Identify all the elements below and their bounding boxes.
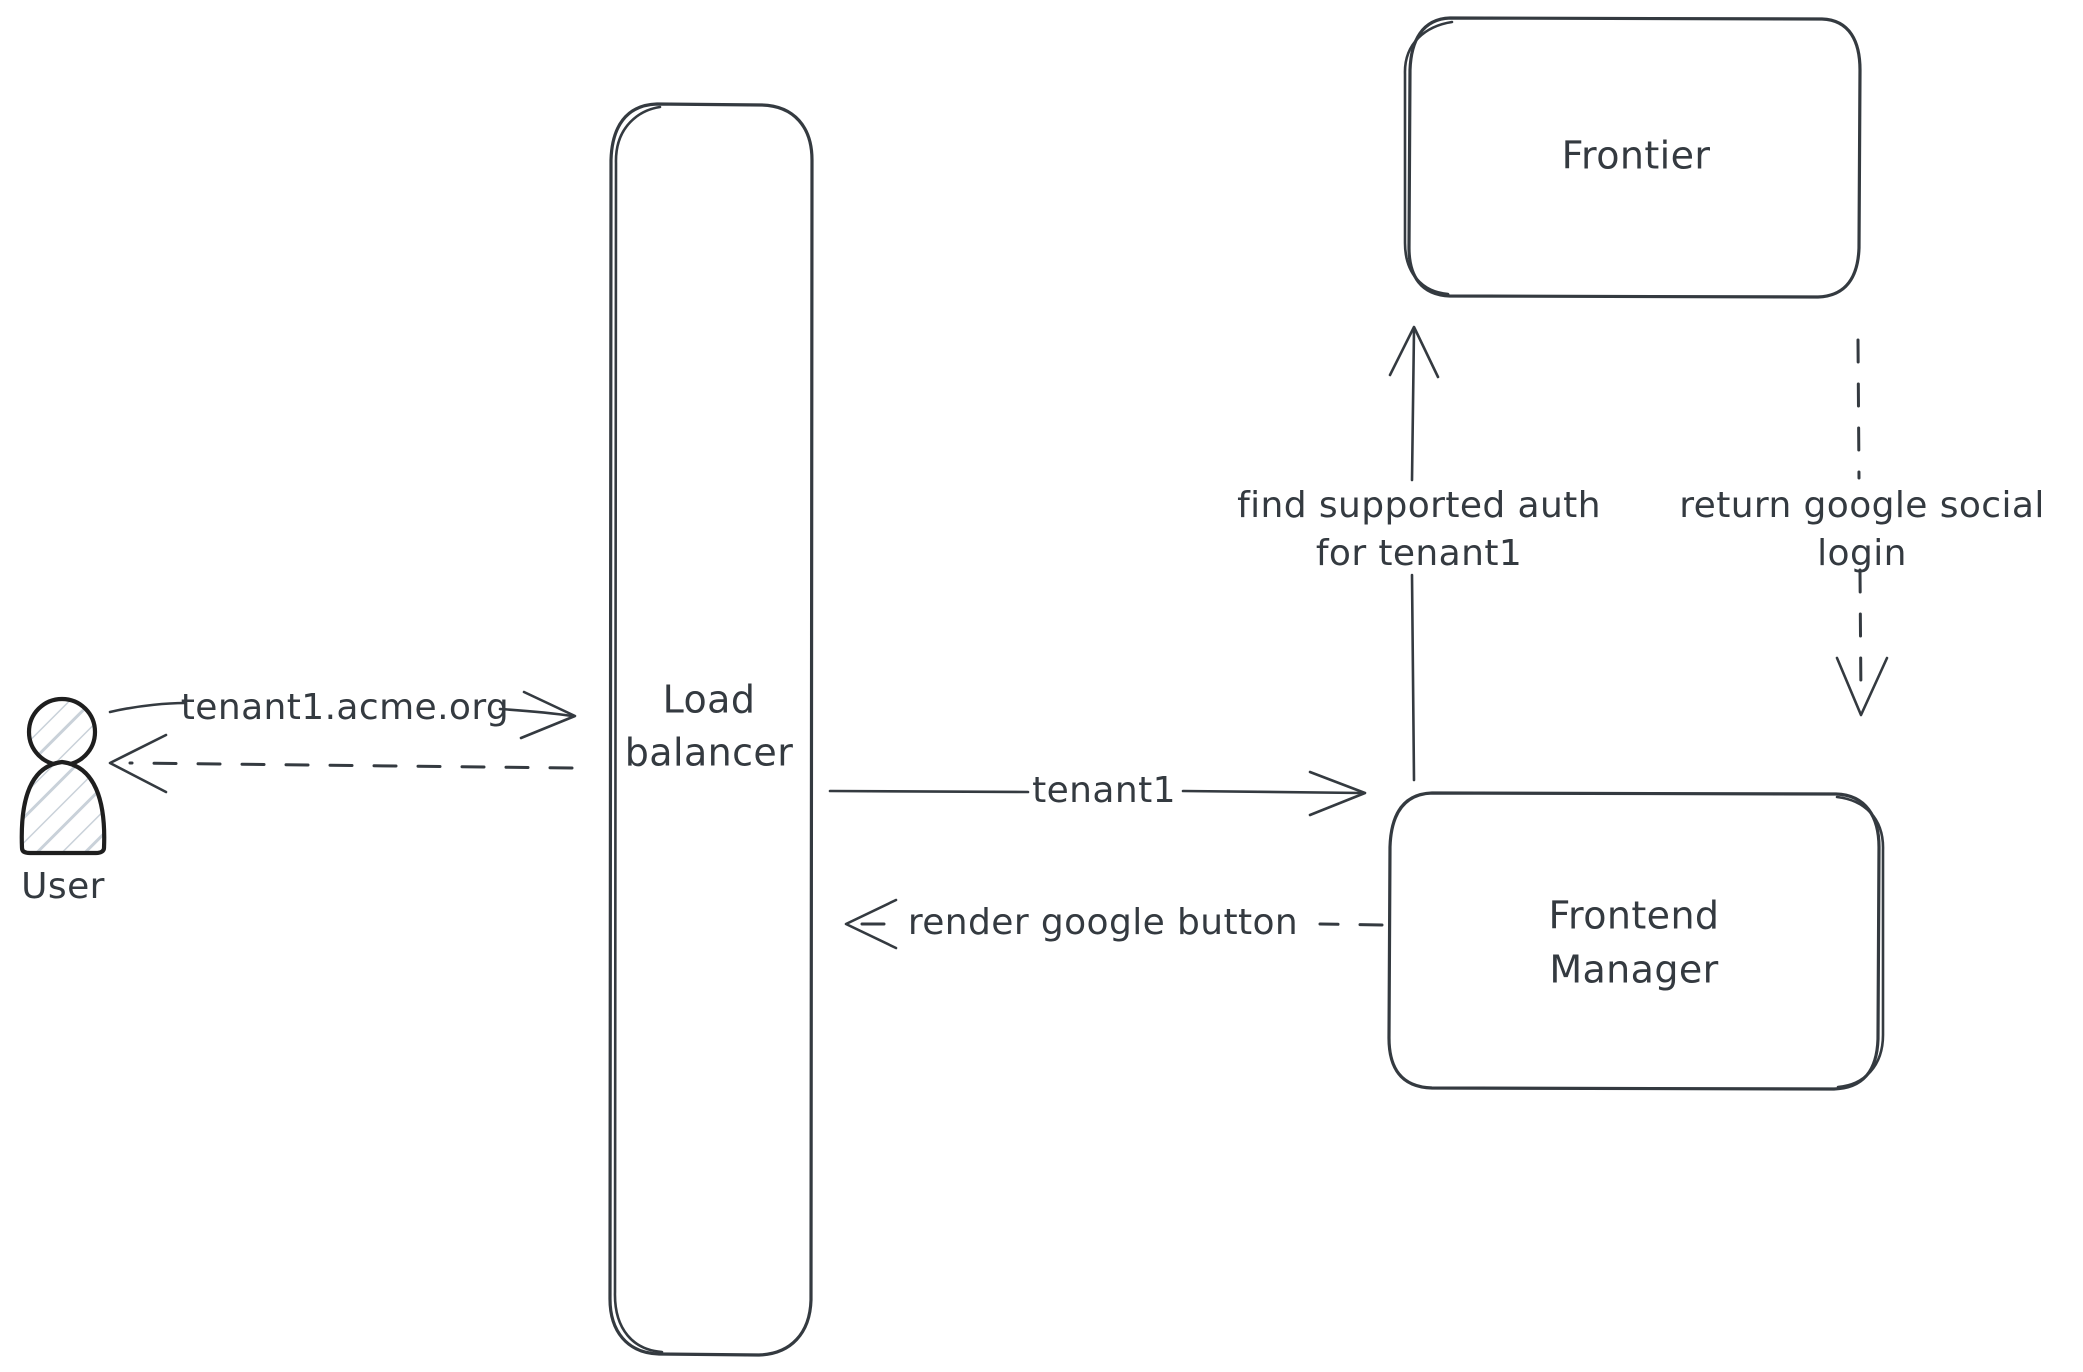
frontend-manager-node[interactable]: Frontend Manager	[1387, 791, 1885, 1091]
arrowhead-fm-to-frontier	[1388, 325, 1440, 379]
edge-line-lb-to-fm-right	[1181, 789, 1364, 795]
edge-frontend-manager-to-frontier[interactable]: find supported auth for tenant1	[1237, 325, 1601, 782]
frontend-manager-label-line1: Frontend	[1549, 894, 1720, 938]
edge-frontend-manager-to-load-balancer[interactable]: render google button	[844, 898, 1384, 950]
edge-line-fm-to-lb-right	[1318, 922, 1384, 927]
frontier-shape-sketch	[1403, 20, 1454, 296]
edge-load-balancer-to-frontend-manager[interactable]: tenant1	[828, 770, 1367, 817]
frontend-manager-label-line2: Manager	[1549, 948, 1718, 992]
person-icon-body	[19, 759, 107, 856]
load-balancer-label-line2: balancer	[625, 731, 793, 775]
frontier-label: Frontier	[1562, 134, 1711, 178]
user-actor-label: User	[21, 866, 105, 907]
edge-label-return-google-social-line2: login	[1817, 533, 1907, 574]
edge-load-balancer-to-user[interactable]	[108, 733, 574, 794]
load-balancer-shape-sketch	[613, 105, 664, 1354]
load-balancer-label-line1: Load	[663, 678, 756, 722]
edge-label-find-supported-auth-line1: find supported auth	[1237, 485, 1601, 526]
edge-line-fm-to-frontier-upper	[1410, 328, 1416, 482]
frontend-manager-shape	[1387, 791, 1881, 1091]
person-icon-head	[26, 696, 98, 768]
frontier-shape	[1407, 16, 1862, 299]
arrowhead-fm-to-lb	[844, 898, 898, 950]
edge-line-frontier-to-fm-lower	[1858, 568, 1863, 702]
edge-label-find-supported-auth-line2: for tenant1	[1316, 533, 1522, 574]
arrowhead-user-to-lb	[519, 690, 577, 740]
edge-user-to-load-balancer[interactable]: tenant1.acme.org	[108, 687, 577, 740]
edge-line-user-to-lb-right	[498, 707, 574, 718]
arrowhead-frontier-to-fm	[1835, 656, 1889, 717]
edge-label-return-google-social-line1: return google social	[1679, 485, 2045, 526]
frontend-manager-shape-sketch	[1835, 795, 1885, 1089]
frontier-node[interactable]: Frontier	[1403, 16, 1862, 299]
arrowhead-lb-to-fm	[1308, 770, 1367, 817]
arrowhead-lb-to-user	[108, 733, 168, 794]
load-balancer-shape	[608, 102, 814, 1357]
edge-line-fm-to-frontier-lower	[1410, 573, 1416, 782]
edge-label-tenant1: tenant1	[1032, 770, 1176, 811]
user-actor[interactable]: User	[19, 696, 107, 907]
edge-label-render-google-button: render google button	[908, 902, 1298, 943]
edge-frontier-to-frontend-manager[interactable]: return google social login	[1679, 338, 2045, 717]
edge-line-frontier-to-fm-upper	[1856, 338, 1861, 480]
edge-line-lb-to-fm-left	[828, 789, 1030, 794]
edge-line-lb-to-user	[128, 761, 574, 770]
edge-label-tenant1-acme-org: tenant1.acme.org	[181, 687, 509, 728]
load-balancer-node[interactable]: Load balancer	[608, 102, 814, 1357]
edge-line-user-to-lb	[108, 701, 187, 714]
